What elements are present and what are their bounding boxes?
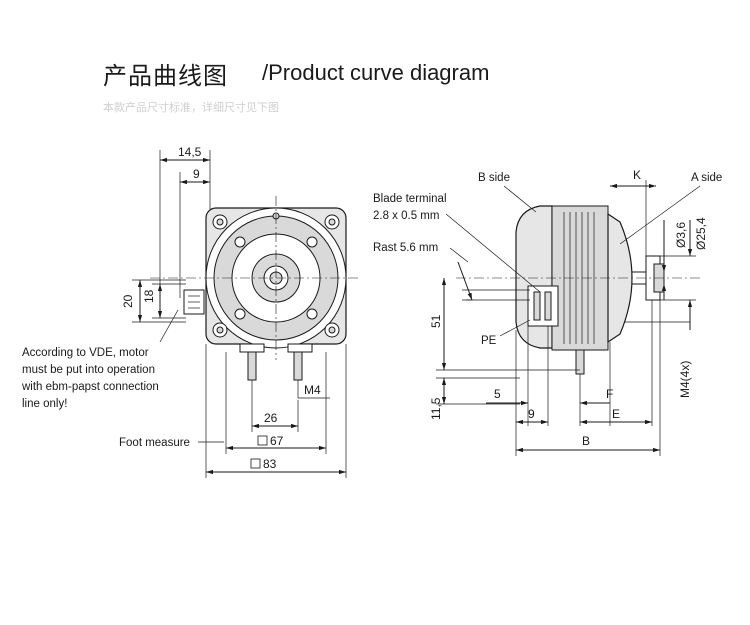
side-dim-f: F (606, 387, 613, 401)
front-dim-67: 67 (270, 434, 284, 448)
side-dim-k: K (633, 168, 641, 182)
side-dim-3-6: Ø3,6 (674, 222, 688, 248)
front-dim-83: 83 (263, 457, 277, 471)
title-chinese: 产品曲线图 (103, 62, 228, 90)
subtitle: 本款产品尺寸标准，详细尺寸见下图 (103, 101, 279, 114)
front-foot-measure: Foot measure (119, 437, 190, 449)
front-dim-20: 20 (121, 294, 135, 308)
svg-text:2.8 x 0.5 mm: 2.8 x 0.5 mm (373, 210, 439, 222)
front-corner-screws (212, 214, 340, 338)
side-label-b: B side (478, 172, 510, 184)
front-inner-screws (234, 212, 318, 320)
svg-text:with ebm-papst connection: with ebm-papst connection (21, 381, 159, 393)
side-dim-m4x: M4(4x) (678, 361, 692, 398)
side-dim-5: 5 (494, 387, 501, 401)
front-dim-14-5: 14,5 (178, 145, 202, 159)
side-body (551, 205, 609, 351)
side-dim-e: E (612, 407, 620, 421)
front-dim-m4: M4 (304, 383, 321, 397)
front-foot-left (239, 343, 265, 353)
svg-text:Blade terminal: Blade terminal (373, 193, 447, 205)
side-rast: Rast 5.6 mm (373, 242, 438, 254)
front-dim-18: 18 (142, 289, 156, 303)
side-view: B side A side K Blade terminal 2.8 x 0.5… (373, 168, 722, 456)
side-label-a: A side (691, 172, 722, 184)
svg-text:line only!: line only! (22, 398, 67, 410)
side-connector (527, 285, 559, 327)
side-dim-25-4: Ø25,4 (694, 217, 708, 250)
front-view: 14,5 9 20 18 According to VDE, motor mus… (21, 145, 360, 478)
side-blade-terminal: Blade terminal 2.8 x 0.5 mm (373, 193, 447, 222)
title-english: /Product curve diagram (262, 60, 490, 85)
front-note-vde: According to VDE, motor must be put into… (21, 347, 159, 410)
side-foot (575, 349, 585, 375)
side-pe: PE (481, 335, 497, 347)
svg-text:must be put into operation: must be put into operation (22, 364, 155, 376)
side-dim-9: 9 (528, 407, 535, 421)
front-dim-26: 26 (264, 411, 278, 425)
svg-text:According to VDE, motor: According to VDE, motor (22, 347, 149, 359)
side-dim-b: B (582, 434, 590, 448)
side-dim-11-5: 11,5 (429, 397, 443, 420)
front-foot-right (287, 343, 313, 353)
front-dim-9: 9 (193, 167, 200, 181)
side-dim-51: 51 (429, 314, 443, 328)
